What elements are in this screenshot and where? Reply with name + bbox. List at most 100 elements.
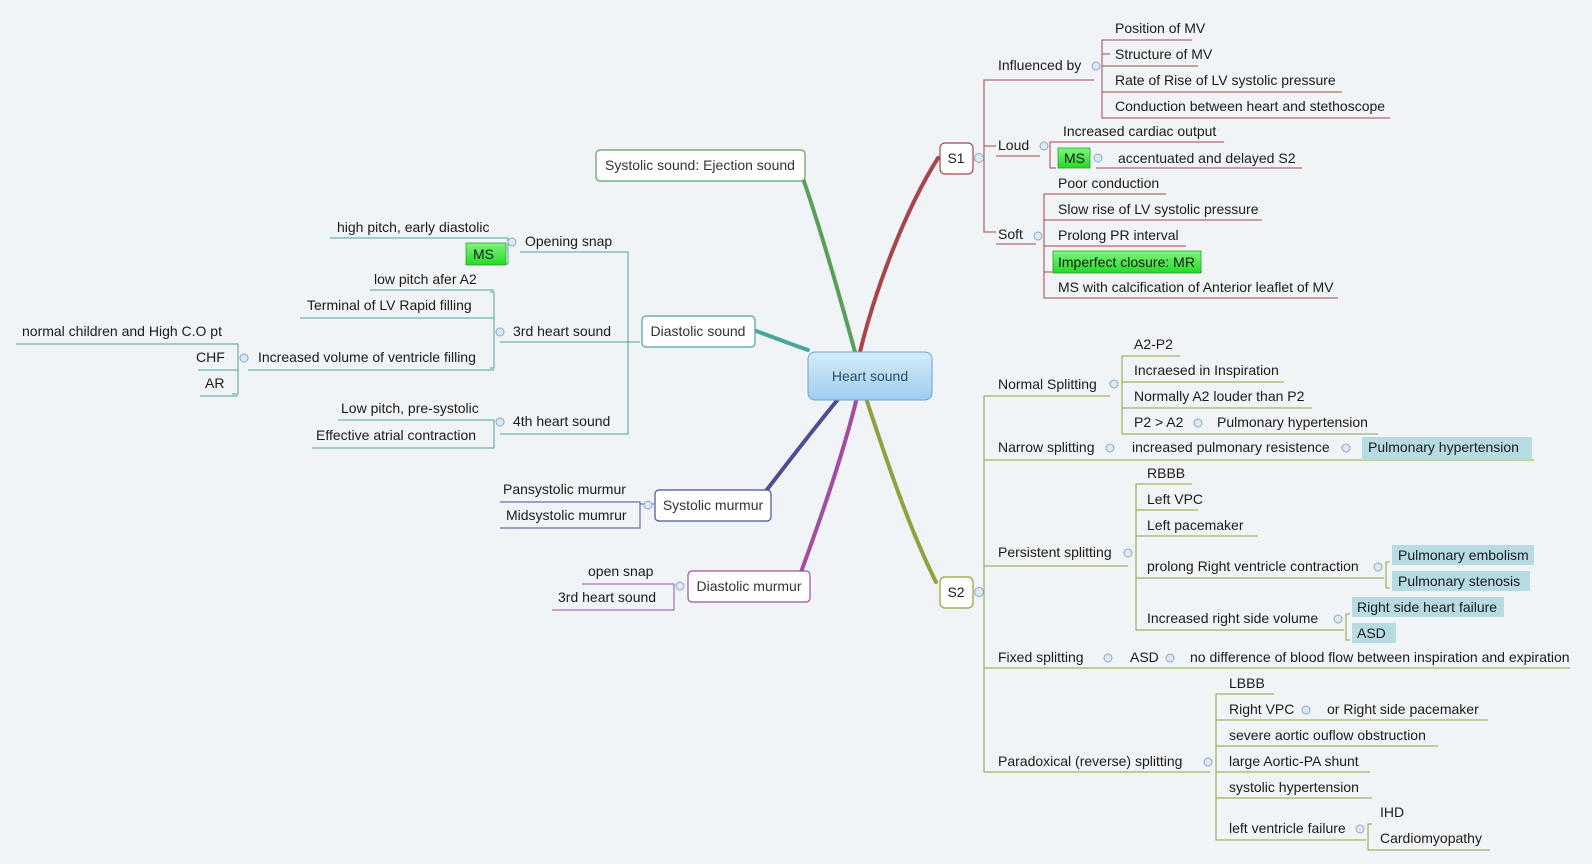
collapse-icon[interactable] — [1093, 153, 1103, 163]
collapse-icon[interactable] — [974, 153, 984, 163]
collapse-icon[interactable] — [1301, 705, 1311, 715]
third-sound-label: 3rd heart sound — [513, 323, 611, 339]
s1-soft-label: Soft — [998, 226, 1023, 242]
s2-normal-item: P2 > A2 — [1134, 414, 1184, 430]
opening-snap-item: MS — [473, 246, 494, 262]
s2-narrow-label: Narrow splitting — [998, 439, 1094, 455]
s2-persistent-item: Increased right side volume — [1147, 610, 1318, 626]
diastolic-murmur-label: Diastolic murmur — [696, 578, 801, 594]
s2-prolong-child: Pulmonary embolism — [1398, 547, 1529, 563]
collapse-icon[interactable] — [643, 500, 653, 510]
s2-persistent-item: prolong Right ventricle contraction — [1147, 558, 1359, 574]
third-sound-item: low pitch afer A2 — [374, 271, 477, 287]
branch-diastolic-murmur — [552, 583, 675, 611]
collapse-icon[interactable] — [239, 353, 249, 363]
ejection-label: Systolic sound: Ejection sound — [605, 157, 795, 173]
s2-label: S2 — [947, 584, 964, 600]
collapse-icon[interactable] — [1165, 653, 1175, 663]
collapse-icon[interactable] — [1341, 443, 1351, 453]
mr-highlight — [1052, 250, 1202, 274]
s1-influenced-item: Conduction between heart and stethoscope — [1115, 98, 1385, 114]
s2-normal-item: Normally A2 louder than P2 — [1134, 388, 1305, 404]
collapse-icon[interactable] — [1193, 418, 1203, 428]
s2-fixed-grandchild: no difference of blood flow between insp… — [1190, 649, 1570, 665]
s2-volume-child: ASD — [1357, 625, 1386, 641]
diastolic-murmur-item: open snap — [588, 563, 654, 579]
highlight — [1392, 545, 1534, 565]
s2-narrow-grandchild: Pulmonary hypertension — [1368, 439, 1519, 455]
branch-s2 — [983, 355, 1570, 851]
collapse-icon[interactable] — [1091, 61, 1101, 71]
collapse-icon[interactable] — [1355, 824, 1365, 834]
s1-node[interactable]: S1 — [939, 142, 974, 175]
s2-normal-item: A2-P2 — [1134, 336, 1173, 352]
diastolic-murmur-item: 3rd heart sound — [558, 589, 656, 605]
diastolic-sound-label: Diastolic sound — [651, 323, 746, 339]
s1-influenced-item: Position of MV — [1115, 20, 1206, 36]
central-topic-label: Heart sound — [832, 368, 908, 384]
systolic-murmur-item: Pansystolic murmur — [503, 481, 626, 497]
s1-soft-item: Prolong PR interval — [1058, 227, 1179, 243]
collapse-icon[interactable] — [1105, 443, 1115, 453]
collapse-icon[interactable] — [1033, 231, 1043, 241]
s1-loud-ms: MS — [1064, 150, 1085, 166]
systolic-murmur-label: Systolic murmur — [663, 497, 764, 513]
collapse-icon[interactable] — [675, 581, 685, 591]
highlight — [1392, 571, 1530, 591]
collapse-icon[interactable] — [1123, 548, 1133, 558]
systolic-murmur-node[interactable]: Systolic murmur — [654, 489, 772, 522]
s2-paradox-item: LBBB — [1229, 675, 1265, 691]
branch-s1 — [974, 39, 1390, 299]
collapse-icon[interactable] — [507, 237, 517, 247]
s2-paradox-item: systolic hypertension — [1229, 779, 1359, 795]
collapse-icon[interactable] — [495, 327, 505, 337]
s2-prolong-child: Pulmonary stenosis — [1398, 573, 1520, 589]
s1-soft-item: Poor conduction — [1058, 175, 1159, 191]
collapse-icon[interactable] — [1333, 614, 1343, 624]
fourth-sound-label: 4th heart sound — [513, 413, 610, 429]
third-sound-item: Increased volume of ventricle filling — [258, 349, 476, 365]
s1-loud-ms-child: accentuated and delayed S2 — [1118, 150, 1296, 166]
s1-influenced-label: Influenced by — [998, 57, 1081, 73]
s2-node[interactable]: S2 — [939, 576, 974, 609]
s2-rvpc-child: or Right side pacemaker — [1327, 701, 1479, 717]
s2-paradox-item: large Aortic-PA shunt — [1229, 753, 1359, 769]
collapse-icon[interactable] — [974, 587, 984, 597]
s1-influenced-item: Rate of Rise of LV systolic pressure — [1115, 72, 1336, 88]
s1-influenced-item: Structure of MV — [1115, 46, 1213, 62]
fourth-sound-item: Effective atrial contraction — [316, 427, 476, 443]
s2-persistent-label: Persistent splitting — [998, 544, 1112, 560]
collapse-icon[interactable] — [1109, 379, 1119, 389]
s1-soft-item: Slow rise of LV systolic pressure — [1058, 201, 1259, 217]
branch-diastolic-sound — [16, 237, 640, 449]
s2-lvf-child: IHD — [1380, 804, 1404, 820]
diastolic-murmur-node[interactable]: Diastolic murmur — [687, 570, 811, 603]
s2-paradox-label: Paradoxical (reverse) splitting — [998, 753, 1182, 769]
s1-soft-item: Imperfect closure: MR — [1058, 254, 1195, 270]
ejection-node[interactable]: Systolic sound: Ejection sound — [595, 149, 806, 182]
fourth-sound-item: Low pitch, pre-systolic — [341, 400, 479, 416]
collapse-icon[interactable] — [1373, 562, 1383, 572]
diastolic-sound-node[interactable]: Diastolic sound — [641, 315, 756, 348]
s1-loud-item: Increased cardiac output — [1063, 123, 1216, 139]
opening-snap-label: Opening snap — [525, 233, 612, 249]
collapse-icon[interactable] — [1203, 757, 1213, 767]
s2-narrow-child: increased pulmonary resistence — [1132, 439, 1330, 455]
s2-lvf-child: Cardiomyopathy — [1380, 830, 1482, 846]
third-vol-child: AR — [205, 375, 224, 391]
highlight — [1362, 437, 1532, 460]
collapse-icon[interactable] — [1103, 653, 1113, 663]
third-sound-item: Terminal of LV Rapid filling — [307, 297, 472, 313]
s1-soft-item: MS with calcification of Anterior leafle… — [1058, 279, 1334, 295]
collapse-icon[interactable] — [1039, 141, 1049, 151]
third-vol-child: normal children and High C.O pt — [22, 323, 222, 339]
s1-loud-label: Loud — [998, 137, 1029, 153]
central-topic[interactable]: Heart sound — [807, 351, 933, 401]
third-vol-child: CHF — [196, 349, 225, 365]
ms-highlight — [1057, 147, 1091, 169]
collapse-icon[interactable] — [495, 417, 505, 427]
s1-label: S1 — [947, 150, 964, 166]
highlight — [1352, 597, 1504, 617]
s2-normal-label: Normal Splitting — [998, 376, 1097, 392]
